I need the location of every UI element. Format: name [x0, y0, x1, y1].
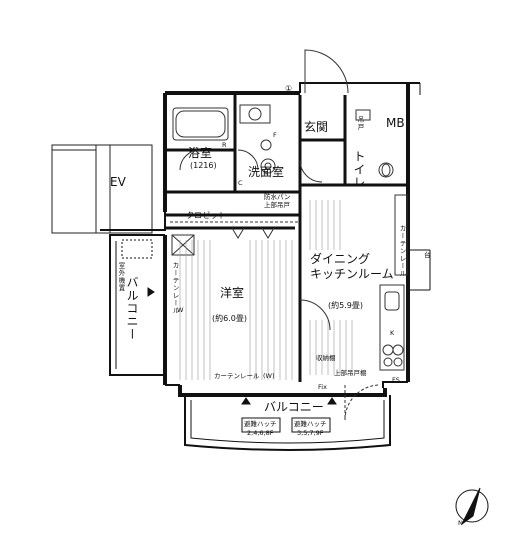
ldk-label-line2: キッチンルーム [310, 267, 394, 281]
western-room-label: 洋室 [220, 286, 245, 300]
closet-doors [170, 221, 298, 256]
right-outer-strip [408, 83, 431, 291]
mark-fs: FS [392, 376, 400, 384]
storage-label: 収納棚 [316, 354, 336, 362]
interior-walls [165, 95, 408, 382]
mark-c: C [238, 179, 243, 187]
entrance-label: 玄関 [304, 120, 329, 134]
south-balcony-outline [184, 395, 391, 451]
closet-label: クロゼット [186, 211, 226, 220]
curtain-rail-left: カーテンレール [171, 262, 179, 315]
mark-f: F [273, 131, 277, 139]
flooring-hatch-ldk [309, 200, 353, 375]
mark-1: ① [285, 84, 293, 93]
curtain-rail-bottom: カーテンレール [214, 372, 260, 380]
upper-wall-cabinet-label: 上部吊戸棚 [334, 369, 367, 377]
door-swings [179, 49, 381, 421]
flooring-hatch [179, 240, 293, 380]
north-arrow [455, 487, 489, 525]
mark-d: 台 [424, 251, 431, 259]
mark-k: K [390, 329, 395, 337]
hatch-right-floors: 3,5,7,9F [297, 429, 324, 437]
western-room-size: (約6.0畳) [212, 314, 247, 323]
elevator-shaft [51, 144, 153, 234]
mark-r: R [222, 141, 227, 149]
west-balcony-outline [109, 234, 165, 376]
south-balcony-label: バルコニー [264, 400, 324, 414]
exterior-walls [100, 82, 420, 397]
fix-label: Fix [318, 383, 327, 391]
ldk-label-line1: ダイニング [310, 252, 371, 266]
toilet-label: トイレ [352, 150, 366, 189]
mb-label: MB [386, 116, 405, 130]
bath-fixtures [172, 104, 394, 178]
ev-label: EV [110, 175, 126, 189]
west-balcony-label: バルコニー [125, 276, 139, 341]
hatch-right-title: 避難ハッチ [294, 420, 327, 428]
waterproof-pan-label: 防水パン [264, 193, 291, 201]
washroom-label: 洗面室 [248, 165, 285, 179]
north-label: N [458, 519, 463, 527]
outdoor-unit-label: 室外機置 [117, 262, 125, 292]
mark-w: W [177, 306, 184, 314]
curtain-rail-right: カーテンレール [398, 225, 406, 278]
kitchen-counter [379, 194, 408, 371]
hatch-left-title: 避難ハッチ [244, 420, 277, 428]
bath-label: 浴室 [188, 146, 213, 160]
curtain-rail-w: (W) [263, 372, 275, 380]
hatch-left-floors: 2,4,6,8F [247, 429, 274, 437]
ldk-size: (約5.9畳) [328, 301, 363, 310]
upper-cabinet-label: 上部吊戸 [264, 201, 290, 209]
toilet-cabinet-label: 吊戸 [356, 116, 364, 131]
bath-size: (1216) [190, 161, 217, 170]
